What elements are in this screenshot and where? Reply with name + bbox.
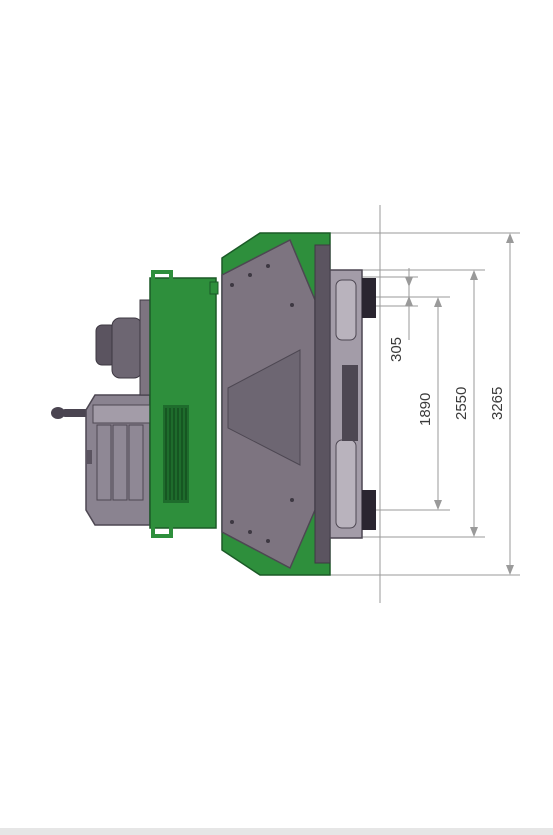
main-hopper	[221, 232, 331, 576]
dimension-labels: 305 1890 2550 3265	[388, 337, 506, 426]
dimension-arrowheads	[405, 233, 514, 575]
dimension-label-305: 305	[388, 337, 405, 362]
push-rollers	[329, 269, 376, 539]
operator-seat	[95, 299, 155, 396]
tractor-body	[149, 270, 219, 538]
dimension-label-2550: 2550	[453, 387, 470, 420]
bottom-bar	[0, 828, 553, 835]
rear-hopper	[85, 394, 151, 526]
dimension-label-3265: 3265	[489, 387, 506, 420]
dimension-label-1890: 1890	[417, 393, 434, 426]
